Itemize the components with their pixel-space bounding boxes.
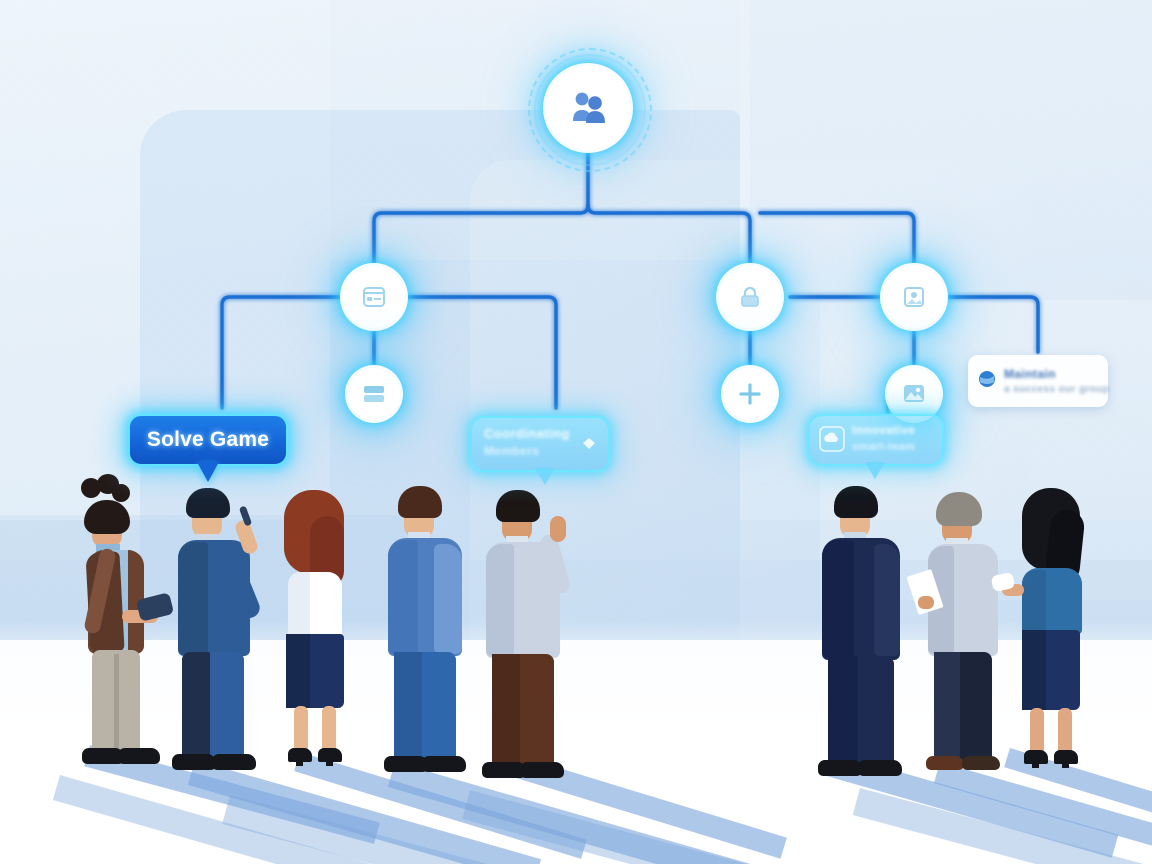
person-blue-blazer: [372, 470, 484, 772]
skirt-shade: [1022, 630, 1046, 710]
shoe-left: [384, 756, 428, 772]
shoe-right: [212, 754, 256, 770]
shoe-left: [172, 754, 216, 770]
root-node-ring-outer: [528, 48, 652, 172]
tooltip-center-line2: Members: [484, 444, 540, 458]
heel-right-spike: [326, 754, 333, 766]
hand: [918, 596, 934, 609]
root-node-ring-inner: [534, 54, 646, 166]
person-grey-shirt-brown-pants: [470, 476, 586, 778]
tree-node-browser[interactable]: [343, 266, 405, 328]
solve-game-badge[interactable]: Solve Game: [128, 414, 288, 482]
blouse-shade: [1022, 570, 1046, 634]
hand: [550, 516, 566, 542]
tree-node-lock[interactable]: [719, 266, 781, 328]
trouser-left: [934, 652, 960, 764]
cloud-square-icon: [819, 426, 845, 457]
tree-node-root[interactable]: [546, 66, 630, 150]
jacket-shade: [178, 542, 208, 654]
tree-node-list-card[interactable]: [348, 368, 400, 420]
shoe-left: [82, 748, 124, 764]
person-curly-tablet: [62, 474, 175, 768]
leg-left: [294, 706, 308, 754]
photo-icon: [902, 383, 926, 405]
globe-circle-icon: [978, 370, 996, 393]
shirt-shade: [486, 544, 514, 656]
tree-node-photo[interactable]: [888, 368, 940, 420]
card-right-line2: a success our group: [1004, 384, 1110, 395]
skirt-shade: [286, 634, 310, 708]
list-card-icon: [362, 384, 386, 404]
browser-window-icon: [361, 284, 387, 310]
tree-node-add[interactable]: [724, 368, 776, 420]
hair: [834, 486, 878, 518]
tree-node-document-image[interactable]: [883, 266, 945, 328]
hair: [398, 486, 442, 518]
person-woman-black-hair: [990, 476, 1108, 768]
heel-left-spike: [1032, 756, 1039, 768]
leg-right: [1058, 708, 1072, 756]
trouser-left: [492, 654, 520, 770]
hair: [496, 490, 540, 522]
solve-game-badge-tail: [197, 462, 219, 482]
blazer-shade: [388, 540, 418, 654]
tooltip-right-line2: smart-team: [852, 441, 916, 453]
shoe-right: [520, 762, 564, 778]
blouse-shade: [288, 572, 310, 638]
person-woman-auburn: [266, 476, 370, 766]
heel-left-spike: [296, 754, 303, 766]
shoe-right: [422, 756, 466, 772]
diamond-icon: [582, 437, 596, 455]
jacket-shade: [822, 540, 854, 658]
trouser-left: [394, 652, 422, 764]
shoe-left: [818, 760, 862, 776]
plus-icon: [737, 381, 763, 407]
card-right[interactable]: Maintain a success our group: [968, 355, 1110, 407]
blazer-right: [434, 544, 462, 654]
trouser-seam: [114, 654, 119, 754]
document-image-icon: [901, 284, 927, 310]
tooltip-right-tail: [865, 462, 886, 479]
leg-right: [322, 706, 336, 754]
shoe-right: [858, 760, 902, 776]
shoe-left: [926, 756, 964, 770]
jacket-right: [874, 544, 900, 656]
hair-curl-c: [112, 484, 130, 502]
tooltip-right[interactable]: Innovative smart-team: [808, 414, 944, 479]
heel-right-spike: [1062, 756, 1069, 768]
person-navy-suit-pointing: [160, 470, 280, 770]
lock-icon: [737, 284, 763, 310]
hair: [936, 492, 982, 526]
shoe-right: [118, 748, 160, 764]
hair: [186, 488, 230, 518]
hair-curl-a: [81, 478, 101, 498]
card-right-line1: Maintain: [1004, 367, 1056, 381]
person-dark-suit: [808, 472, 924, 776]
trouser-left: [182, 652, 210, 762]
shoe-left: [482, 762, 526, 778]
hair: [84, 500, 130, 534]
leg-left: [1030, 708, 1044, 756]
trouser-left: [828, 656, 858, 768]
tooltip-center-line1: Coordinating: [484, 426, 570, 441]
shoe-right: [962, 756, 1000, 770]
person-grey-hair-papers: [906, 478, 1020, 770]
tooltip-center[interactable]: Coordinating Members: [470, 416, 610, 485]
group-people-icon: [569, 91, 607, 125]
tooltip-right-line1: Innovative: [852, 423, 916, 437]
solve-game-label: Solve Game: [146, 428, 270, 451]
tooltip-center-tail: [534, 468, 555, 485]
